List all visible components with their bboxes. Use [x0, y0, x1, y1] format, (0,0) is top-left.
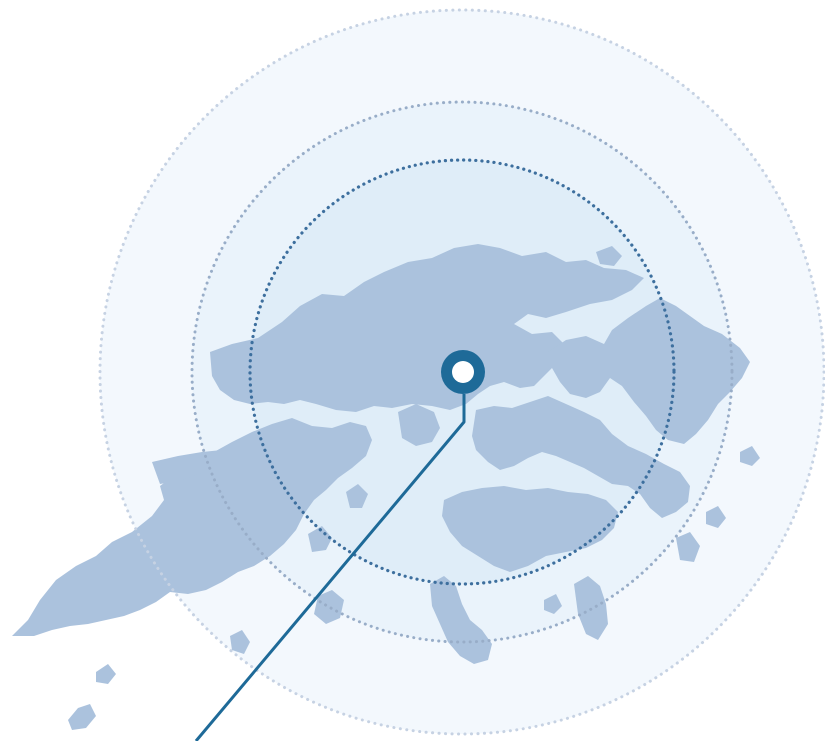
land-islet-4: [676, 532, 700, 562]
land-ma-wan: [346, 484, 368, 508]
land-chek-lap-kok: [152, 450, 222, 484]
land-hong-kong-island: [442, 486, 618, 572]
land-islet-3: [230, 630, 250, 654]
land-islet-2: [96, 664, 116, 684]
middle-ring: [190, 100, 734, 644]
land-islet-6: [740, 446, 760, 466]
land-masses: [12, 244, 760, 730]
land-islet-8: [544, 594, 562, 614]
pin-center: [452, 361, 474, 383]
leader-line: [194, 394, 466, 741]
outer-ring: [98, 8, 825, 736]
land-clear-water-bay: [472, 396, 690, 518]
location-pin-icon: [441, 350, 485, 394]
land-cheung-chau: [314, 590, 344, 624]
land-tsing-yi: [398, 404, 440, 446]
land-sai-kung: [548, 298, 750, 444]
land-new-territories: [210, 244, 644, 412]
land-islet-5: [706, 506, 726, 528]
inner-ring: [248, 158, 676, 586]
land-lantau: [12, 418, 372, 636]
land-islet-7: [596, 246, 622, 266]
land-peng-chau: [308, 526, 332, 552]
land-islet-1: [68, 704, 96, 730]
